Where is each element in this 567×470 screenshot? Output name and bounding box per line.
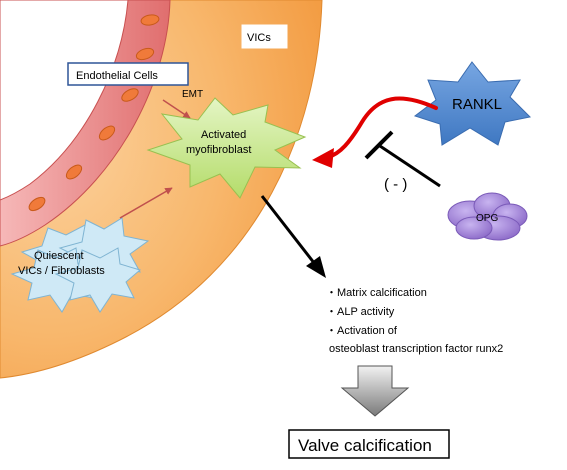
endothelial-cell — [98, 125, 116, 141]
endothelial-cells — [28, 14, 160, 212]
endothelial-cell — [135, 47, 155, 61]
rankl-stimulation-arrow — [326, 96, 438, 159]
activated-myofibroblast-star — [146, 97, 307, 199]
quiescent-cell — [54, 247, 142, 313]
opg-label: OPG — [476, 213, 498, 224]
result-label: Valve calcification — [298, 436, 432, 455]
endothelial-cells-label: Endothelial Cells — [76, 70, 158, 82]
activated-label-line1: Activated — [201, 129, 246, 141]
emt-label: EMT — [182, 89, 203, 100]
maturation-arrow — [119, 187, 173, 219]
opg-inhibition-line — [379, 144, 441, 188]
endothelial-cell — [65, 164, 83, 180]
opg-inhibition-bar — [364, 130, 394, 160]
effect-item: ・Activation of — [326, 325, 398, 337]
effects-arrowhead — [306, 256, 326, 278]
rankl-label: RANKL — [452, 96, 502, 113]
vics-label: VICs — [247, 32, 271, 44]
result-box — [288, 429, 450, 459]
quiescent-label-line2: VICs / Fibroblasts — [18, 265, 105, 277]
endothelial-cells-label-box — [67, 62, 189, 86]
lumen — [0, 0, 129, 201]
rankl-star — [413, 61, 532, 146]
rankl-arrowhead — [312, 148, 334, 168]
effect-item: osteoblast transcription factor runx2 — [329, 343, 503, 355]
emt-arrow — [162, 99, 191, 119]
quiescent-label-line1: Quiescent — [34, 250, 84, 262]
effects-arrow — [260, 195, 320, 269]
inhibition-label: ( - ) — [384, 176, 407, 193]
effect-item: ・ALP activity — [326, 306, 395, 318]
endothelial-cell — [140, 14, 160, 26]
activated-label-line2: myofibroblast — [186, 144, 251, 156]
endothelial-cell — [121, 88, 139, 102]
down-arrow — [340, 365, 410, 417]
effect-item: ・Matrix calcification — [326, 287, 427, 299]
quiescent-vics-cluster — [10, 217, 150, 313]
vics-label-box — [241, 24, 288, 49]
endothelial-cell — [28, 196, 46, 212]
opg-cloud — [447, 192, 528, 241]
